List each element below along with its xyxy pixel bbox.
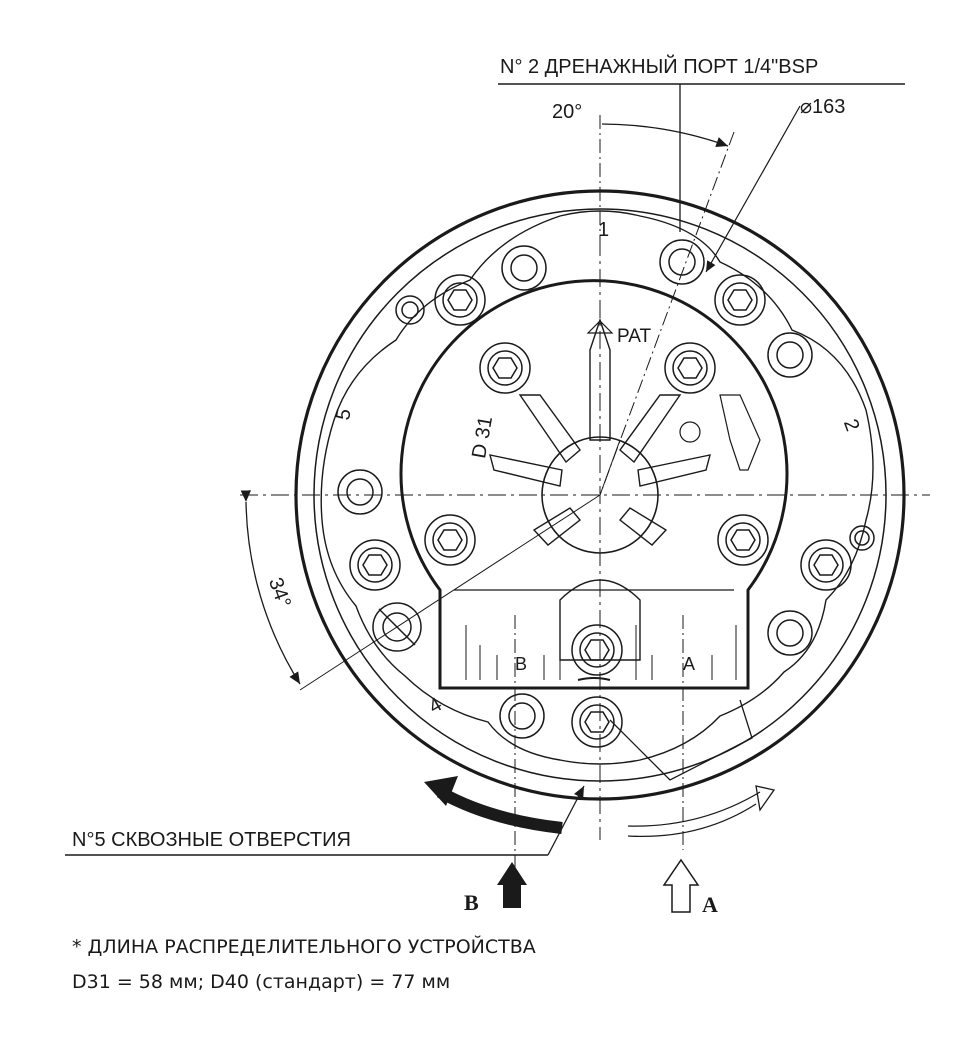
distributor-body (399, 279, 789, 690)
valve-lever (719, 394, 761, 471)
through-holes-label: N°5 СКВОЗНЫЕ ОТВЕРСТИЯ (72, 829, 351, 851)
bolt-upper-right (714, 274, 766, 326)
distributor-length-values: D31 = 58 мм; D40 (стандарт) = 77 мм (72, 971, 451, 993)
rotation-arrow-cw-outer (627, 791, 761, 827)
port-b-label: B (515, 654, 527, 674)
distributor-length-note: * ДЛИНА РАСПРЕДЕЛИТЕЛЬНОГО УСТРОЙСТВА (72, 936, 536, 958)
rotor-star (489, 317, 711, 661)
through-holes (337, 239, 875, 739)
hole-right (767, 332, 813, 378)
diameter-label: ⌀163 (800, 96, 845, 118)
position-5: 5 (332, 407, 356, 422)
flow-b-label: B (464, 890, 479, 915)
pat-label: PAT (617, 326, 652, 347)
angle-34-label: 34° (264, 575, 295, 611)
hole-small-left (395, 295, 425, 325)
bolt-inner-lr (717, 514, 769, 566)
position-2: 2 (839, 416, 863, 434)
flow-a-label: A (702, 892, 718, 917)
hole-top-right (659, 239, 705, 285)
flow-arrow-b (497, 862, 527, 908)
hole-lower-right (767, 610, 813, 656)
angle-20-arc (601, 123, 729, 147)
angle-20-label: 20° (552, 101, 582, 123)
flow-arrow-a (662, 858, 700, 913)
angle-34-ray (299, 494, 601, 691)
hole-small-right (849, 525, 875, 551)
rotation-arrow-cw-head (755, 785, 776, 812)
position-1: 1 (598, 219, 609, 241)
d31-label: D 31 (468, 415, 497, 460)
rotation-arrow-ccw-head (424, 776, 458, 806)
rotation-arrow-ccw (437, 786, 563, 834)
bolt-inner-ll (424, 514, 476, 566)
distributor-ticks (465, 625, 737, 680)
hole-left (337, 469, 383, 515)
pat-triangle-icon (586, 320, 614, 334)
port-a-label: A (683, 654, 695, 674)
bolt-right (800, 539, 852, 591)
hole-top-left (501, 245, 547, 291)
rotation-arrow-cw-inner (627, 803, 757, 838)
angle-20-ray (599, 131, 735, 496)
bolt-upper-left (434, 274, 486, 326)
center-marker (599, 439, 621, 496)
bolt-bottom (571, 696, 623, 748)
bolt-bottom-center (571, 624, 623, 676)
lower-right-feature (609, 699, 753, 781)
bolt-left (349, 539, 401, 591)
hole-bottom-left (499, 693, 545, 739)
diameter-leader (705, 105, 801, 273)
angle-34-arc (240, 490, 301, 685)
lobed-housing-outline (320, 210, 874, 765)
position-4: 4 (425, 693, 446, 718)
valve-pin (679, 421, 701, 443)
bolt-inner-ur (664, 342, 716, 394)
drain-port-label: N° 2 ДРЕНАЖНЫЙ ПОРТ 1/4"BSP (500, 54, 818, 78)
hex-bolts (349, 274, 852, 748)
bolt-inner-ul (479, 342, 531, 394)
hole-lower-left (372, 602, 422, 652)
through-holes-leader-angled (547, 785, 585, 856)
port-notch (577, 677, 611, 681)
